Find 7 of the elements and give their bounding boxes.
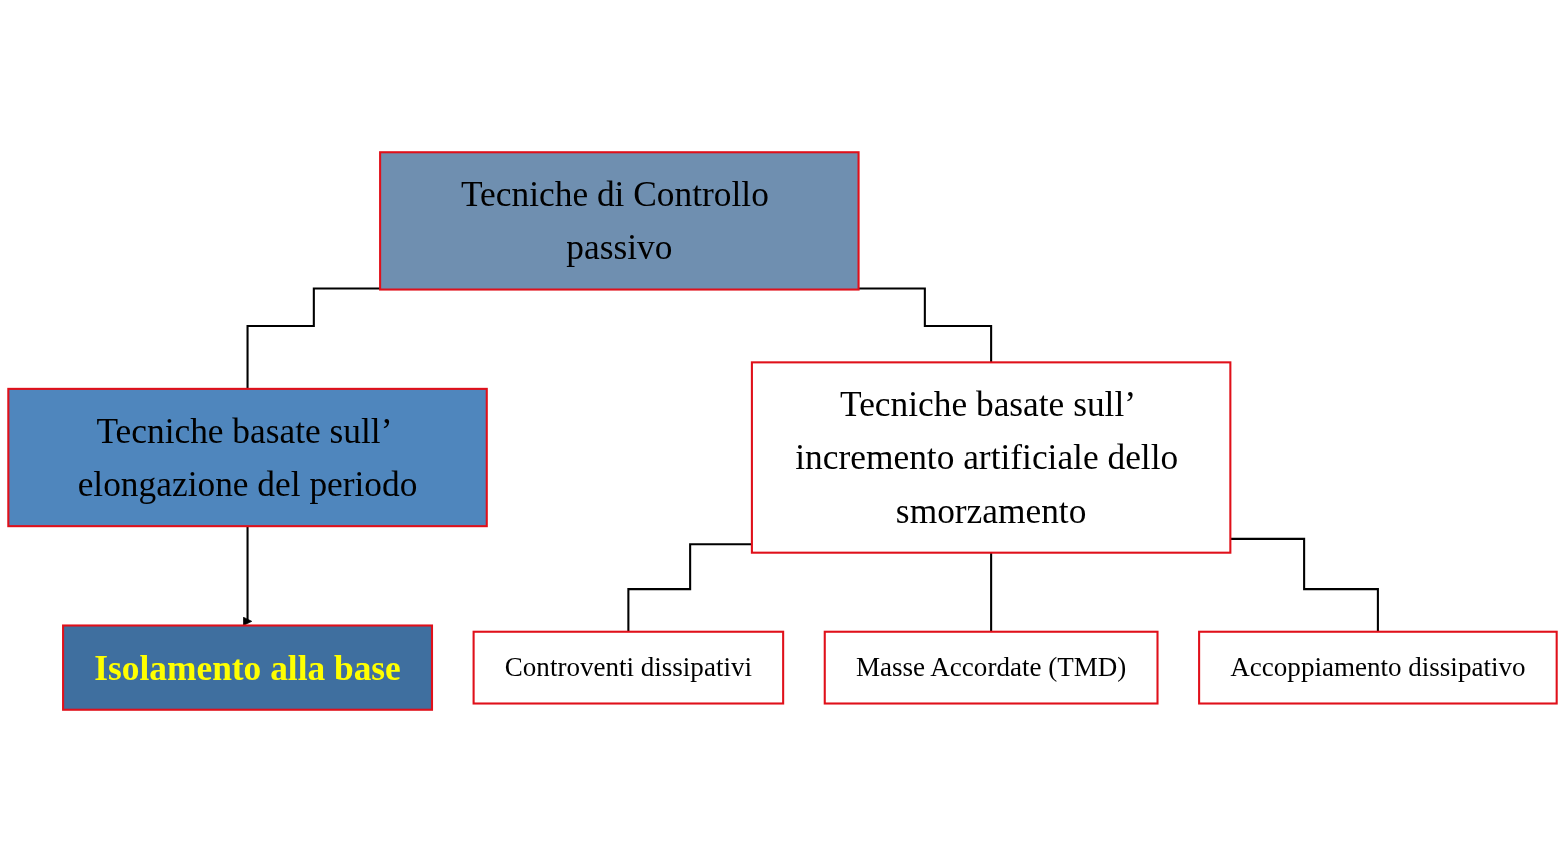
- node-box: Tecniche di Controllo passivo: [379, 151, 860, 291]
- node-box: Accoppiamento dissipativo: [1198, 630, 1558, 705]
- node-box: Isolamento alla base: [62, 624, 434, 711]
- node-box: Controventi dissipativi: [472, 630, 785, 705]
- node-box: Tecniche basate sull’ incremento artificiale dello smorzamento: [750, 361, 1232, 554]
- node-box: Tecniche basate sull’ elongazione del periodo: [7, 387, 488, 528]
- node-box: Masse Accordate (TMD): [823, 630, 1159, 705]
